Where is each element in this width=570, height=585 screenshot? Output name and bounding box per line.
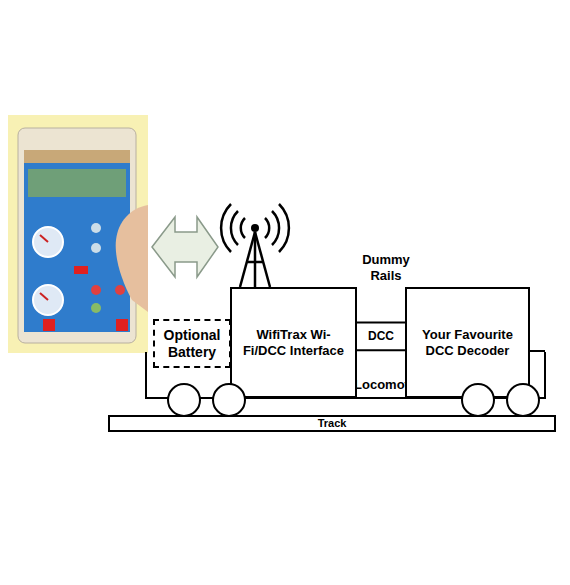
direction-lever	[74, 266, 88, 274]
node-text: WifiTrax Wi-Fi/DCC Interface	[238, 327, 349, 358]
annotation: Dummy Rails	[355, 252, 417, 285]
screen-toolbar	[24, 150, 130, 163]
antenna-tip	[251, 224, 259, 232]
throttle-gauge	[33, 227, 63, 257]
function-button	[91, 285, 101, 295]
function-button	[91, 243, 101, 253]
double-arrow	[152, 217, 218, 277]
stop-button	[116, 319, 128, 331]
screen-picture	[28, 169, 126, 197]
function-button	[91, 303, 101, 313]
gauge-needle	[40, 235, 48, 242]
function-button	[91, 223, 101, 233]
battery-box: Optional Battery	[153, 319, 231, 368]
decoder-box: Your Favourite DCC Decoder	[405, 287, 530, 398]
stop-button	[43, 319, 55, 331]
node-text: Optional Battery	[155, 327, 229, 361]
antenna-symbol	[221, 204, 289, 287]
photo-background	[8, 115, 148, 353]
connector-label: DCC	[351, 329, 411, 344]
wheel	[213, 384, 245, 416]
interface-box: WifiTrax Wi-Fi/DCC Interface	[230, 287, 357, 398]
wheel	[507, 384, 539, 416]
wheel	[462, 384, 494, 416]
hand	[116, 205, 148, 312]
gauge-needle	[40, 293, 48, 300]
node-text: Track	[318, 417, 347, 430]
function-button	[115, 285, 125, 295]
track-band: Track	[108, 415, 556, 432]
node-text: Your Favourite DCC Decoder	[417, 327, 518, 358]
wheel	[168, 384, 200, 416]
brake-gauge	[33, 285, 63, 315]
tablet-screen	[24, 150, 130, 332]
